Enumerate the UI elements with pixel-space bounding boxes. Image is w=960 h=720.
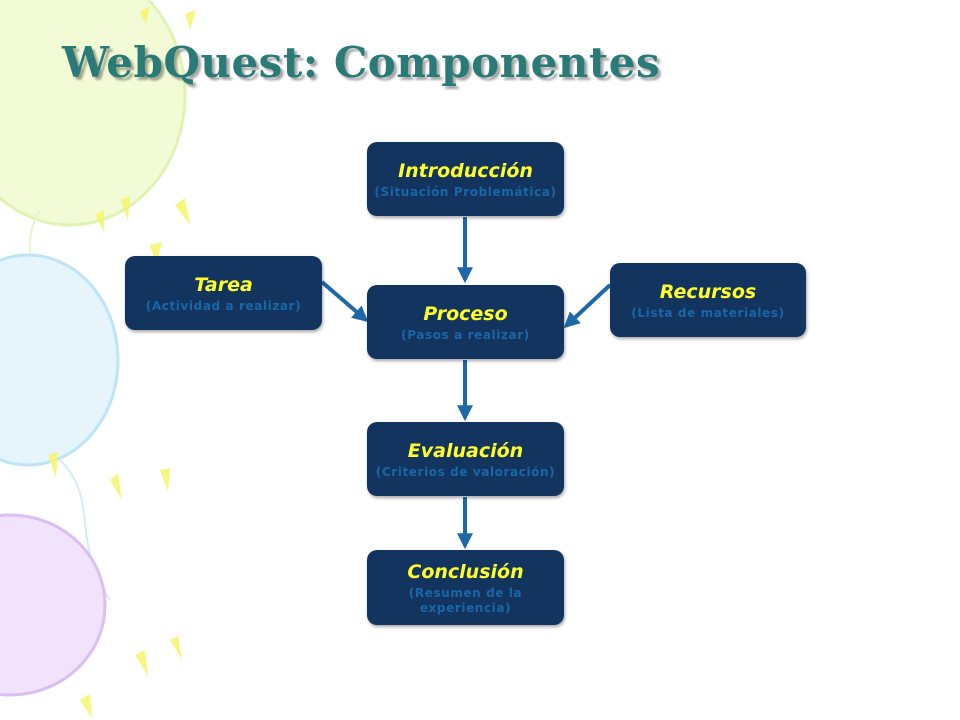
node-introduccion-desc: (Situación Problemática) [374, 184, 557, 199]
node-conclusion: Conclusión (Resumen de la experiencia) [367, 550, 564, 625]
blue-balloon-shape [0, 253, 120, 467]
node-introduccion-name: Introducción [398, 159, 533, 182]
green-balloon-shape [0, 0, 187, 227]
node-tarea: Tarea (Actividad a realizar) [125, 256, 322, 330]
arrow-tarea-to-proceso [320, 280, 369, 323]
purple-balloon-shape [0, 513, 107, 697]
star-rays [48, 6, 196, 718]
node-conclusion-desc-line2: experiencia) [419, 600, 512, 615]
arrow-recursos-to-proceso [563, 283, 612, 329]
node-evaluacion: Evaluación (Criterios de valoración) [367, 422, 564, 496]
node-conclusion-desc-line1: (Resumen de la [408, 585, 523, 600]
node-tarea-name: Tarea [194, 273, 253, 296]
node-tarea-desc: (Actividad a realizar) [145, 298, 302, 313]
node-recursos-name: Recursos [659, 280, 757, 303]
node-introduccion: Introducción (Situación Problemática) [367, 142, 564, 216]
node-proceso: Proceso (Pasos a realizar) [367, 285, 564, 359]
node-conclusion-name: Conclusión [407, 560, 524, 583]
node-recursos-desc: (Lista de materiales) [631, 305, 785, 320]
node-proceso-name: Proceso [423, 302, 508, 325]
node-proceso-desc: (Pasos a realizar) [401, 327, 530, 342]
node-evaluacion-name: Evaluación [407, 439, 524, 462]
node-evaluacion-desc: (Criterios de valoración) [375, 464, 556, 479]
slide-title: WebQuest: Componentes [62, 38, 661, 87]
node-recursos: Recursos (Lista de materiales) [610, 263, 806, 337]
node-conclusion-desc: (Resumen de la experiencia) [409, 586, 522, 616]
